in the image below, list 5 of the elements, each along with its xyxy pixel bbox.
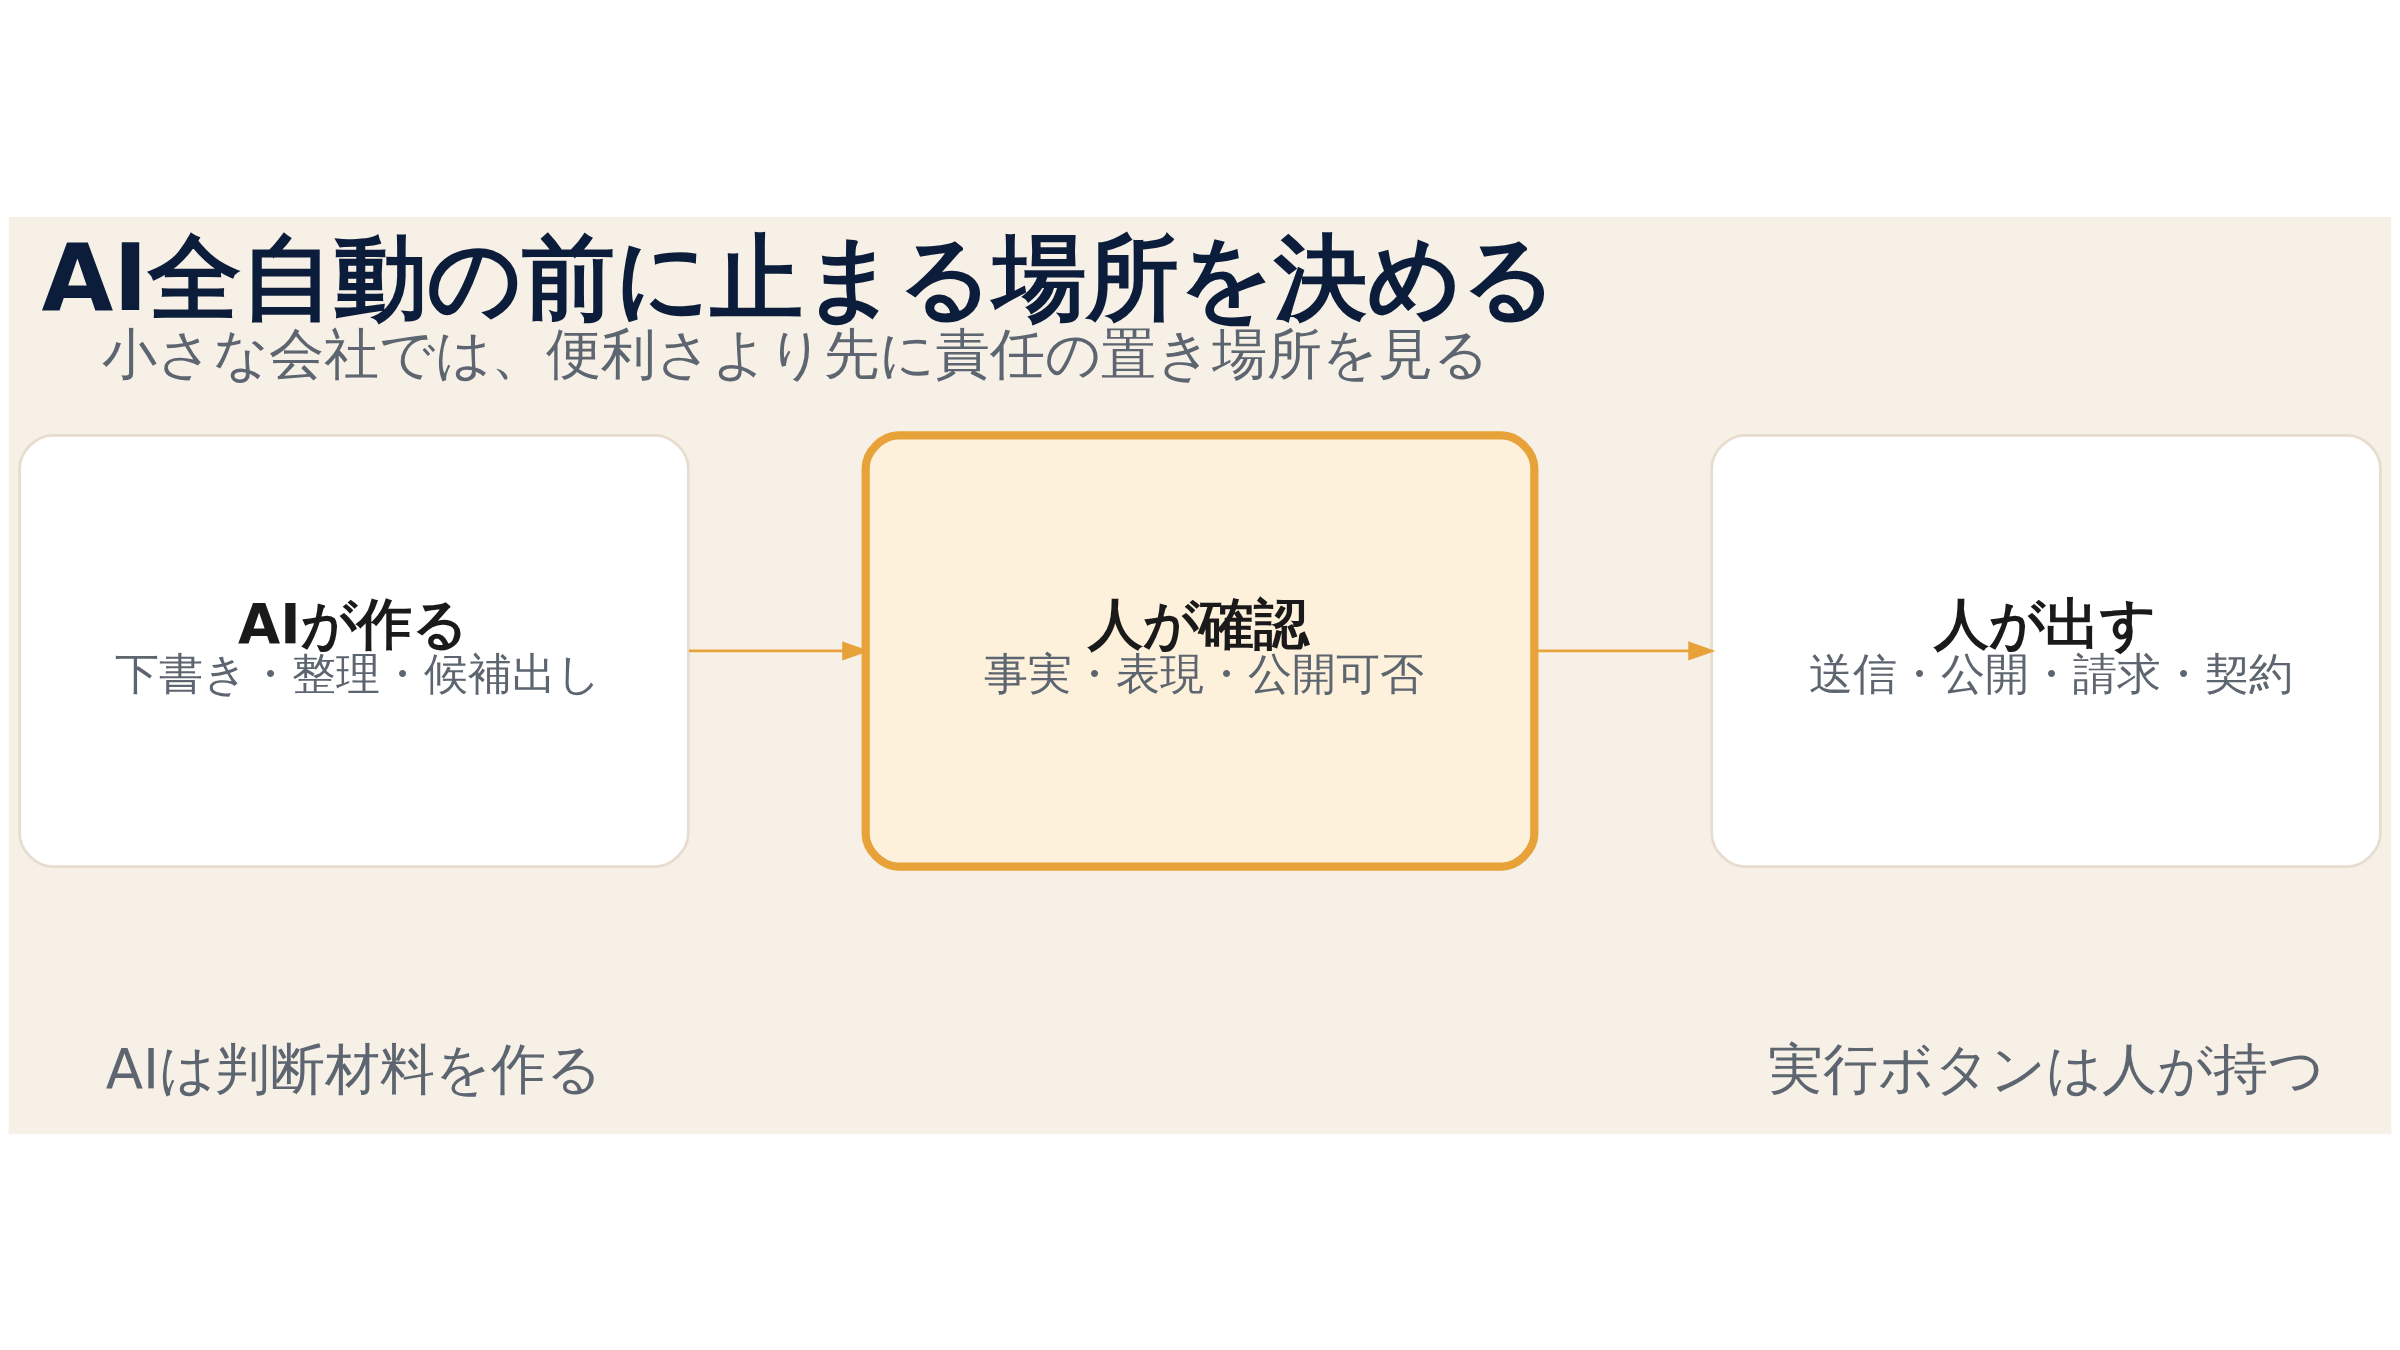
node-box: AIが作る 下書き・整理・候補出し bbox=[18, 433, 690, 868]
label: 実行ボタンは人が持つ bbox=[1768, 1036, 2325, 1101]
label: AIは判断材料を作る bbox=[105, 1036, 603, 1101]
node-box: 人が出す 送信・公開・請求・契約 bbox=[1710, 433, 2382, 868]
node-box: 人が確認 事実・表現・公開可否 bbox=[861, 430, 1539, 871]
